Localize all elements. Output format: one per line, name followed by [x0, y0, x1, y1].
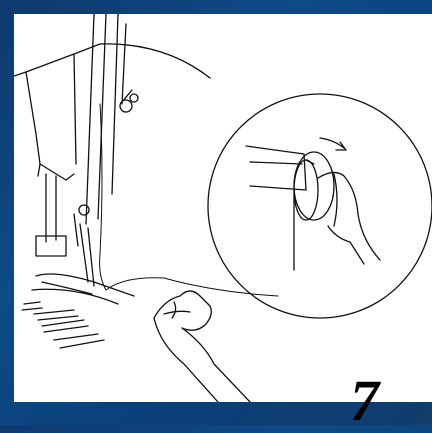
sewing-machine-illustration — [14, 14, 432, 402]
slide-number: 7 — [350, 372, 379, 430]
presser-foot-drawing — [22, 174, 134, 348]
magnified-bobbin-inset — [208, 94, 432, 318]
machine-head-drawing — [14, 14, 210, 224]
hand-drawing — [154, 291, 250, 402]
thread-drawing — [100, 104, 278, 296]
